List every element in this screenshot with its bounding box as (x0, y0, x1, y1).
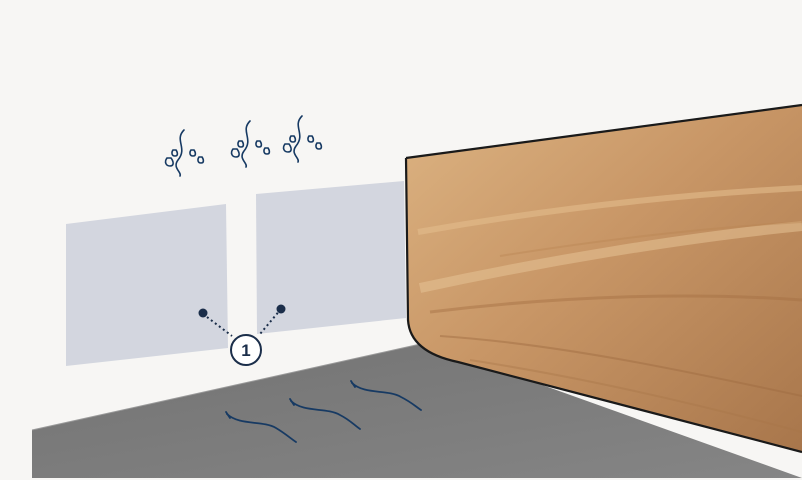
moisture-vapor-icon (164, 129, 205, 177)
leader-line-left (202, 313, 233, 337)
moisture-vapor-icon (230, 120, 271, 168)
airflow-wave-icon (290, 400, 361, 430)
wall-panel-right (256, 181, 406, 334)
airflow-wave-icon (226, 413, 297, 443)
callout-marker: 1 (230, 334, 262, 366)
leader-dot-left (198, 308, 208, 318)
moisture-vapor-icon (282, 115, 323, 163)
wood-skirting-board (404, 103, 802, 454)
leader-dot-right (276, 304, 286, 314)
callout-number: 1 (241, 341, 250, 360)
leader-line-right (259, 308, 282, 335)
airflow-wave-icon (351, 382, 422, 411)
wall-panel-left (66, 204, 228, 366)
floor (32, 343, 802, 478)
